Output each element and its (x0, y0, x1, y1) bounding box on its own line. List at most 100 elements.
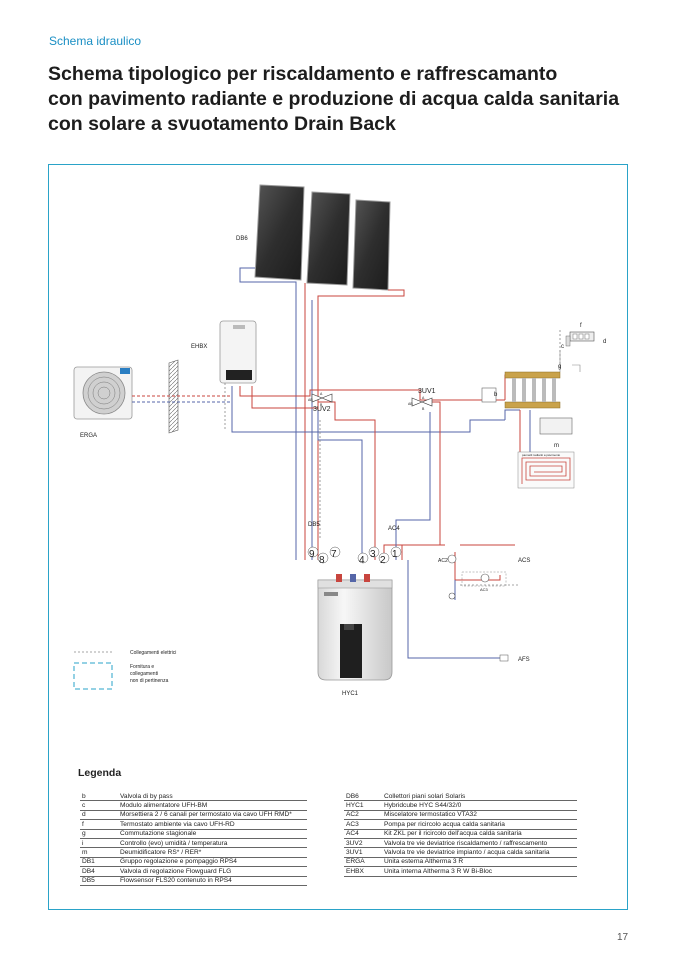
label-erga: ERGA (80, 433, 97, 439)
legend-value: Hybridcube HYC S44/32/0 (382, 800, 577, 811)
legend-key: DB5 (80, 876, 118, 887)
legend-key: AC2 (344, 810, 382, 821)
legend-value: Pompa per ricircolo acqua calda sanitari… (382, 819, 577, 830)
legend-value: Morsettiera 2 / 6 canali per termostato … (118, 810, 307, 821)
legend-title: Legenda (78, 767, 122, 779)
diagram-frame (48, 164, 628, 910)
label-ab-3uv1: AB (408, 402, 413, 406)
legend-key: DB1 (80, 857, 118, 868)
legend-value: Collettori piani solari Solaris (382, 792, 577, 802)
legend-value: Kit ZKL per il ricircolo dell'acqua cald… (382, 829, 577, 840)
key-electrical-text: Collegamenti elettrici (130, 650, 176, 656)
dhw-valve (448, 592, 456, 600)
page-title: Schema tipologico per riscaldamento e ra… (48, 62, 648, 137)
label-ac4: AC4 (388, 526, 400, 532)
title-line-2: con pavimento radiante e produzione di a… (48, 88, 620, 110)
key-supply-line-1: Fornitura e (130, 664, 154, 670)
legend-value: Controllo (evo) umidità / temperatura (118, 838, 307, 849)
label-3uv2: 3UV2 (313, 406, 331, 413)
legend-key: AC4 (344, 829, 382, 840)
label-db6: DB6 (236, 236, 248, 242)
legend-key: f (80, 819, 118, 830)
legend-key: AC3 (344, 819, 382, 830)
num-9: 9 (309, 549, 315, 560)
legend-key: DB6 (344, 792, 382, 802)
solar-collectors (254, 184, 391, 291)
mixer-ac2 (447, 554, 457, 564)
floor-heating (517, 451, 575, 489)
label-ehbx: EHBX (191, 344, 207, 350)
legend-value: Gruppo regolazione e pompaggio RPS4 (118, 857, 307, 868)
legend-value: Unita interna Altherma 3 R W Bi-Bloc (382, 866, 577, 877)
hybridcube-tank (317, 574, 393, 681)
num-1: 1 (392, 549, 398, 560)
legend-value: Commutazione stagionale (118, 829, 307, 840)
legend-key: EHBX (344, 866, 382, 877)
legend-value: Termostato ambiente via cavo UFH-RD (118, 819, 307, 830)
title-line-3: con solare a svuotamento Drain Back (48, 113, 396, 135)
valve-3uv1 (411, 397, 433, 407)
label-m: m (554, 443, 559, 449)
label-3uv1: 3UV1 (418, 388, 436, 395)
label-db5: DB5 (308, 522, 320, 528)
ac3-box (461, 571, 507, 587)
label-a-3uv2: A (320, 392, 323, 396)
num-4: 4 (359, 555, 365, 566)
legend-key: ERGA (344, 857, 382, 868)
solar-panel-3 (352, 199, 391, 291)
label-d: d (603, 339, 606, 345)
legend-key: i (80, 838, 118, 849)
legend-value: Valvola tre vie deviatrice impianto / ac… (382, 847, 577, 858)
solar-panel-1 (254, 184, 305, 281)
label-ac2: AC2 (438, 558, 448, 564)
legend-value: Miscelatore termostatico VTA32 (382, 810, 577, 821)
label-b-3uv2: B (320, 403, 323, 407)
manifold (504, 371, 561, 409)
connection-numbers (307, 546, 402, 564)
dehumidifier (539, 417, 573, 435)
label-ac3: AC3 (480, 587, 489, 592)
label-a-3uv1: A (422, 396, 425, 400)
legend-value: Valvola tre vie deviatrice riscaldamento… (382, 838, 577, 849)
legend-value: Valvola di regolazione Flowguard FLG (118, 866, 307, 877)
solar-panel-2 (306, 191, 351, 286)
valve-3uv2 (311, 393, 333, 403)
num-3: 3 (370, 549, 376, 560)
num-7: 7 (331, 549, 337, 560)
legend-key: DB4 (80, 866, 118, 877)
legend-key: c (80, 800, 118, 811)
control-devices (559, 331, 595, 372)
afs-inlet (499, 654, 509, 662)
label-b-3uv1: B (422, 407, 425, 411)
legend-value: Flowsensor FLS20 contenuto in RPS4 (118, 876, 307, 887)
key-supply-line-2: collegamenti (130, 671, 158, 677)
label-f: f (580, 323, 582, 329)
electrical-lines (224, 330, 561, 586)
label-floor: pannelli radianti a pavimento (522, 453, 561, 457)
legend-key: m (80, 847, 118, 858)
key-supply-box (73, 662, 113, 690)
legend-value: Unita esterna Altherma 3 R (382, 857, 577, 868)
num-8: 8 (319, 555, 325, 566)
legend-key: HYC1 (344, 800, 382, 811)
solar-pipes (239, 267, 405, 560)
bypass-valve (481, 387, 497, 403)
legend-key: 3UV2 (344, 838, 382, 849)
indoor-unit-ehbx (219, 320, 257, 384)
label-afs: AFS (518, 657, 530, 663)
